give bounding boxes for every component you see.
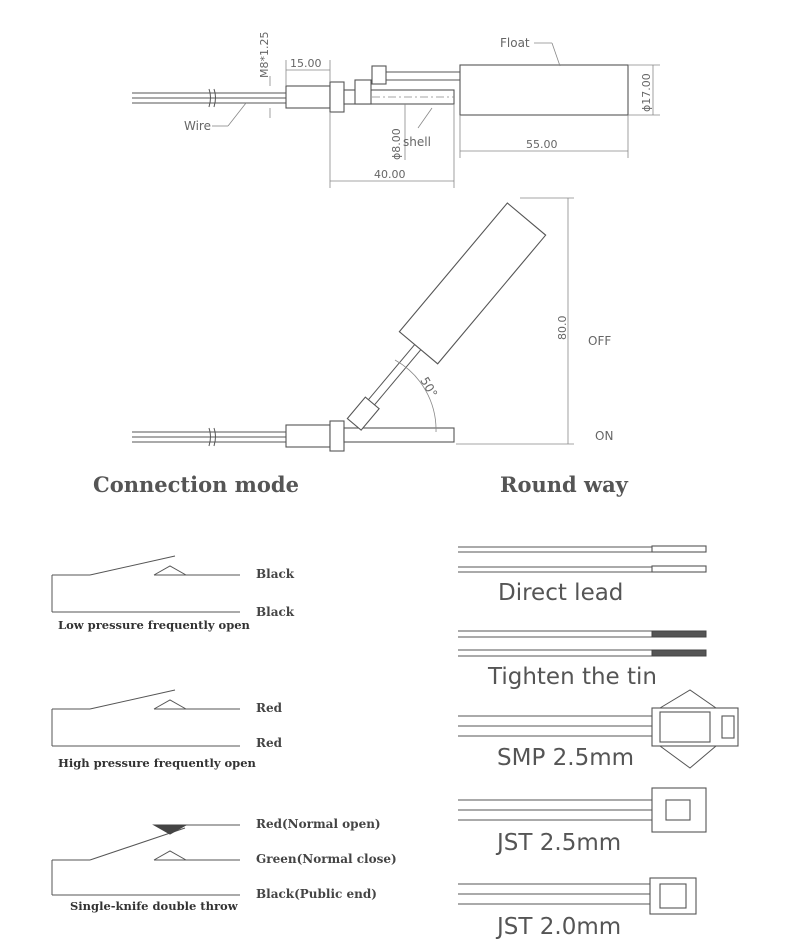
pivot-top xyxy=(371,65,387,85)
switch-low-pressure: Black Black Low pressure frequently open xyxy=(51,555,295,632)
label-direct-lead: Direct lead xyxy=(498,580,623,606)
label-smp: SMP 2.5mm xyxy=(497,745,634,771)
lead-wires xyxy=(132,88,286,108)
switch-spdt: Red(Normal open) Green(Normal close) Bla… xyxy=(51,817,397,913)
heading-connection-mode: Connection mode xyxy=(93,472,299,497)
shell-label: shell xyxy=(403,135,431,149)
round-way-view: 50° 80.0 OFF ON xyxy=(132,197,613,452)
float-label: Float xyxy=(500,36,530,50)
wire-label-black-2: Black xyxy=(256,605,295,619)
switch-high-pressure: Red Red High pressure frequently open xyxy=(51,689,283,770)
threaded-body xyxy=(285,85,331,109)
connector-tin: Tighten the tin xyxy=(458,630,707,690)
caption-high-pressure: High pressure frequently open xyxy=(58,756,257,770)
caption-low-pressure: Low pressure frequently open xyxy=(58,618,251,632)
angle-label: 50° xyxy=(417,375,440,400)
shell-body-2 xyxy=(343,427,455,443)
thread-dimension: M8*1.25 xyxy=(258,32,271,78)
dim-55: 55.00 xyxy=(526,138,558,151)
dim-8: ϕ8.00 xyxy=(390,128,403,160)
on-label: ON xyxy=(595,429,613,443)
dim-17: ϕ17.00 xyxy=(640,73,653,112)
connector-smp: SMP 2.5mm xyxy=(458,689,739,771)
wire-label-green-normal-close: Green(Normal close) xyxy=(256,852,397,866)
wire-label-black-public: Black(Public end) xyxy=(256,887,377,901)
dim-15: 15.00 xyxy=(290,57,322,70)
wire-label-red-1: Red xyxy=(256,701,283,715)
wire-label-black-1: Black xyxy=(256,567,295,581)
label-tighten-tin: Tighten the tin xyxy=(487,664,657,690)
off-label: OFF xyxy=(588,334,611,348)
wire-label-red-normal-open: Red(Normal open) xyxy=(256,817,381,831)
dim-80: 80.0 xyxy=(556,316,569,341)
dimensioned-side-view: M8*1.25 15.00 ϕ8.00 shell 40.00 55.00 ϕ1… xyxy=(132,32,660,188)
threaded-body-2 xyxy=(285,424,331,448)
wire-label: Wire xyxy=(184,119,211,133)
connector-jst-20: JST 2.0mm xyxy=(458,877,697,940)
heading-round-way: Round way xyxy=(500,472,629,497)
connector-jst-25: JST 2.5mm xyxy=(458,787,707,856)
caption-spdt: Single-knife double throw xyxy=(70,899,239,913)
label-jst-25: JST 2.5mm xyxy=(495,830,621,856)
wire-label-red-2: Red xyxy=(256,736,283,750)
connector-direct-lead: Direct lead xyxy=(458,545,707,606)
hex-nut-2 xyxy=(329,420,345,452)
dim-40: 40.00 xyxy=(374,168,406,181)
float-body-2 xyxy=(398,202,547,365)
float-body xyxy=(459,64,629,116)
pivot-joint xyxy=(354,79,372,105)
hex-nut xyxy=(329,81,345,113)
pivot-joint-2 xyxy=(346,396,380,431)
label-jst-20: JST 2.0mm xyxy=(495,914,621,940)
